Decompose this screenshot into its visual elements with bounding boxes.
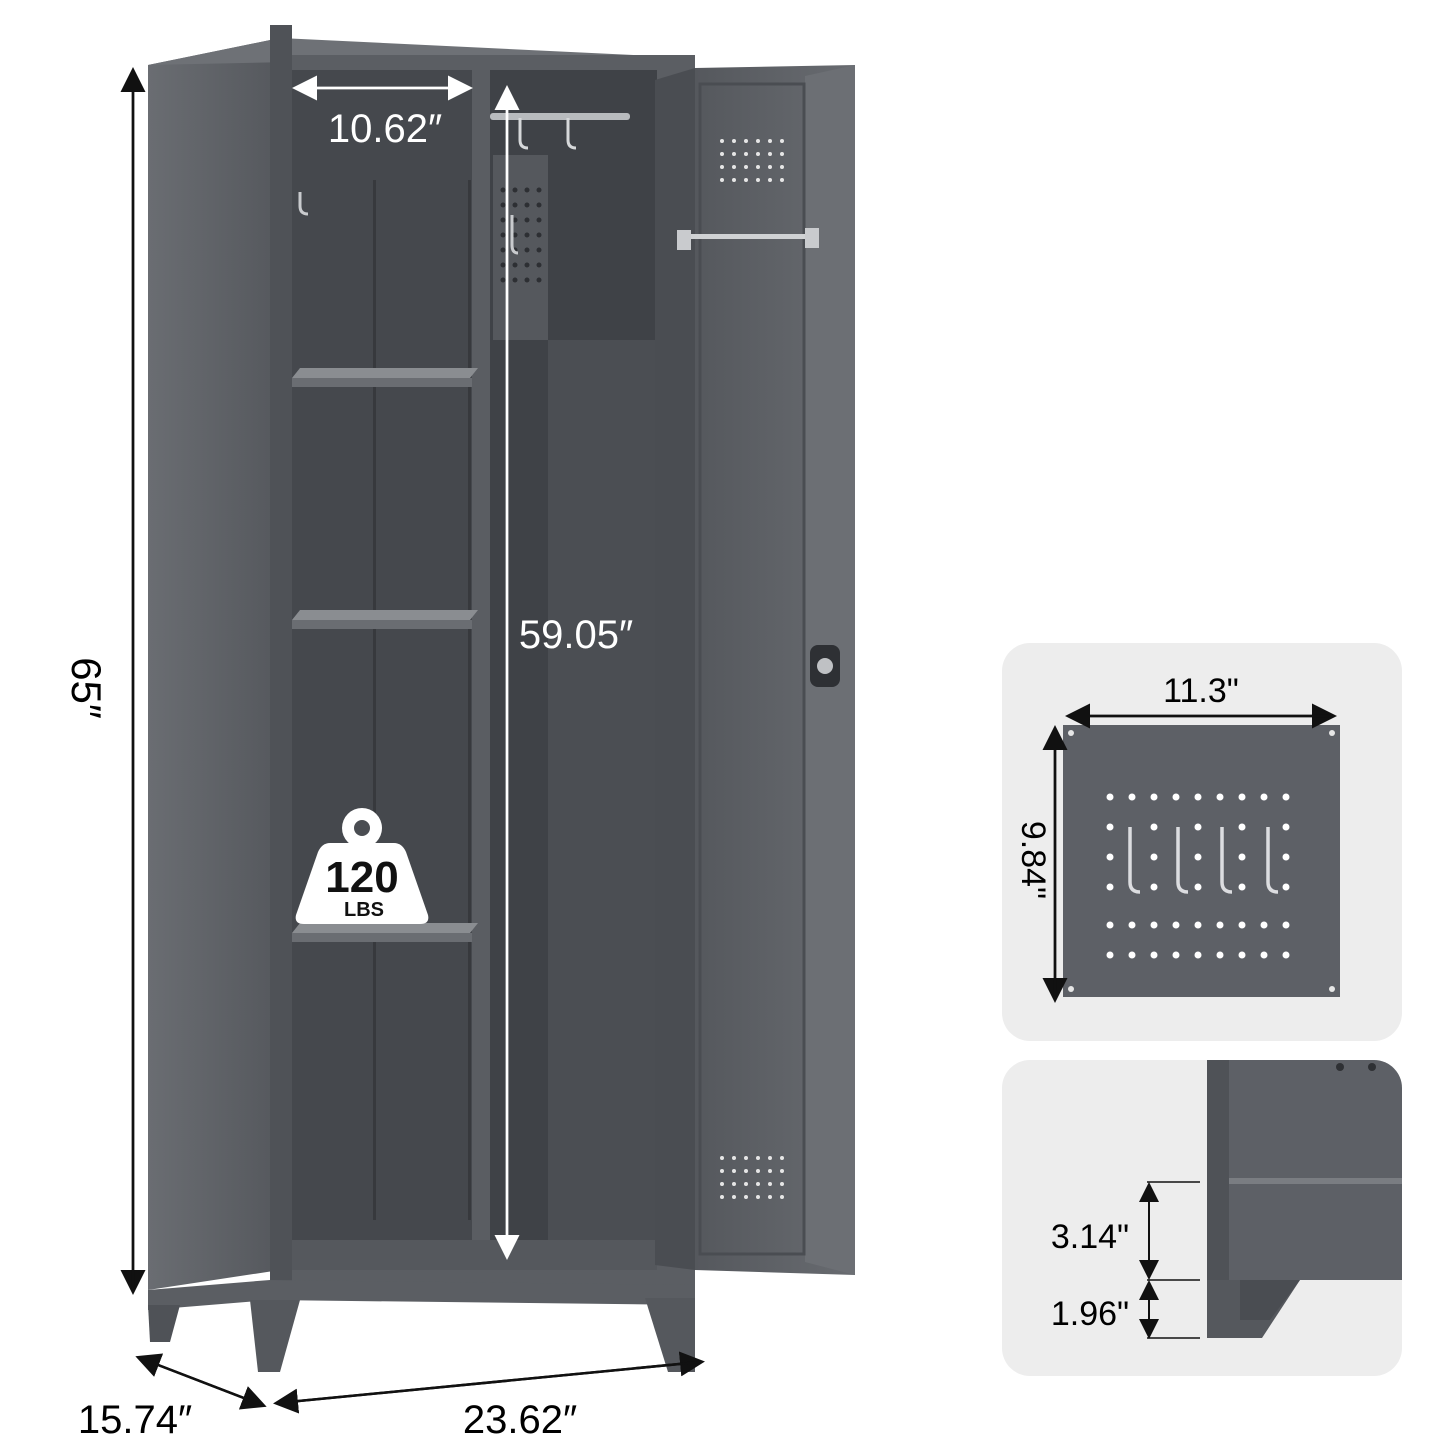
hanging-rod: [490, 113, 630, 150]
shelf-2: [292, 610, 478, 629]
door-towel-bar: [677, 228, 819, 250]
depth-label: 15.74″: [78, 1398, 192, 1442]
overall-height-label: 65″: [63, 657, 110, 719]
pegboard-holes: [1106, 793, 1290, 959]
pegboard-panel: [1063, 725, 1340, 997]
cabinet: [148, 25, 855, 1372]
left-compartment: [292, 70, 472, 1270]
weight-capacity-unit: LBS: [344, 899, 384, 921]
cabinet-bottom: [292, 1240, 657, 1270]
weight-capacity-badge: 120 LBS: [295, 808, 429, 924]
divider-panel: [472, 70, 490, 1270]
leg-front-right: [645, 1298, 695, 1372]
dimension-lines: [120, 67, 705, 1414]
door-vents-bottom: [720, 1156, 784, 1199]
shelf-3: [292, 923, 478, 942]
leg-front-left: [250, 1300, 300, 1372]
pegboard-width-label: 11.3": [1163, 672, 1239, 710]
shelf-pin-holes: [373, 180, 471, 1220]
leg-height-label: 1.96": [1051, 1295, 1129, 1333]
broom-panel: [548, 340, 657, 1270]
inner-pegboard: [493, 155, 548, 340]
leg-back-left: [148, 1305, 180, 1342]
weight-capacity-value: 120: [325, 853, 398, 902]
leg-closeup-body: [1207, 1060, 1402, 1280]
cabinet-base: [148, 1280, 695, 1310]
door-vents-top: [720, 139, 784, 182]
interior-width-label: 10.62″: [328, 107, 442, 151]
adjust-height-label: 3.14": [1051, 1218, 1129, 1256]
left-door: [270, 25, 292, 1325]
pegboard-hooks: [1128, 827, 1279, 894]
pegboard-height-label: 9.84": [1014, 821, 1052, 899]
leg-inset: 3.14" 1.96": [1002, 1060, 1402, 1376]
width-label: 23.62″: [463, 1398, 577, 1442]
cabinet-side-panel: [148, 38, 280, 1290]
pegboard-inset: 11.3" 9.84": [1002, 643, 1402, 1041]
shelf-1: [292, 368, 478, 387]
right-door: [655, 65, 855, 1275]
door-hook: [298, 192, 309, 216]
door-lock-icon: [810, 645, 840, 687]
interior-height-label: 59.05″: [519, 613, 633, 657]
